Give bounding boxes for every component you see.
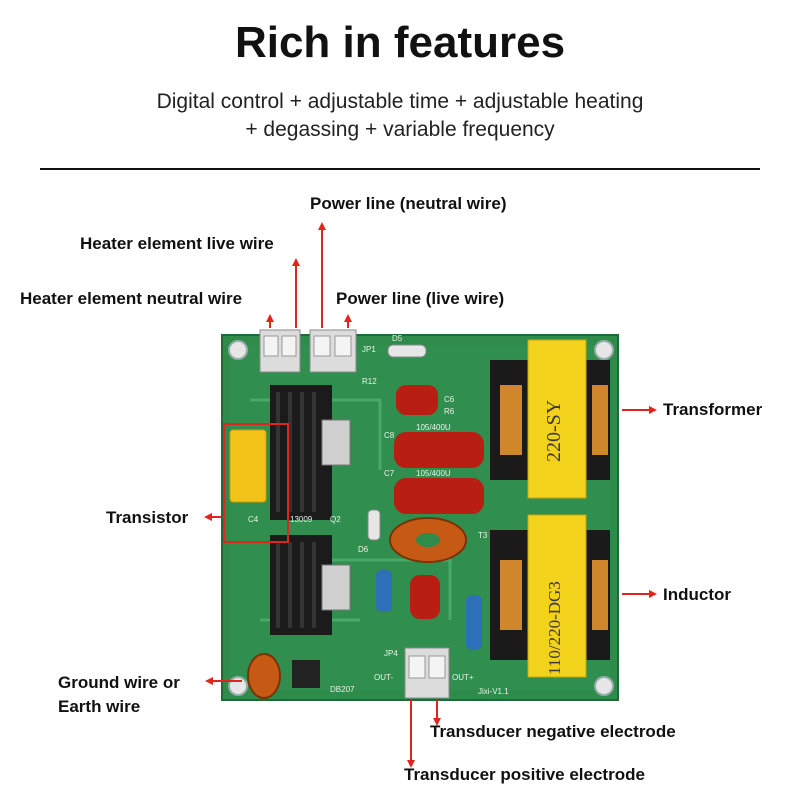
silk-t3: T3 <box>478 531 488 540</box>
silk-d6: D6 <box>358 545 369 554</box>
diode-d5 <box>387 344 427 358</box>
page-title: Rich in features <box>234 18 566 67</box>
silk-c7-value: 105/400U <box>416 469 451 478</box>
label-power-line-neutral: Power line (neutral wire) <box>310 194 507 213</box>
transducer-terminal-block <box>404 647 450 699</box>
transformer-marking: 220-SY <box>543 400 565 462</box>
silk-c4: C4 <box>248 515 259 524</box>
transistor-q2 <box>321 564 351 611</box>
capacitor-c4 <box>229 429 267 503</box>
label-transducer-positive: Transducer positive electrode <box>404 765 645 784</box>
bridge-rectifier <box>292 660 320 688</box>
silk-board-id: Jixi-V1.1 <box>478 687 509 696</box>
silk-r6: R6 <box>444 407 455 416</box>
capacitor-c6 <box>396 385 438 415</box>
silk-r12: R12 <box>362 377 377 386</box>
mounting-hole-icon <box>594 676 614 696</box>
page-subtitle: Digital control + adjustable time + adju… <box>0 88 800 144</box>
silk-out-plus: OUT+ <box>452 673 474 682</box>
power-terminal-block <box>309 329 357 373</box>
label-power-line-live: Power line (live wire) <box>336 289 505 308</box>
inductor-component <box>490 514 610 678</box>
silk-c7: C7 <box>384 469 395 478</box>
heat-sink-upper <box>270 385 332 520</box>
diode-d6 <box>367 509 381 541</box>
label-heater-live-wire: Heater element live wire <box>80 234 274 253</box>
resistor-blue-left <box>376 570 392 612</box>
inductor-marking: 110/220-DG3 <box>545 581 564 675</box>
capacitor-small <box>410 575 440 619</box>
subtitle-line-2: + degassing + variable frequency <box>245 118 555 141</box>
silk-bridge: DB207 <box>330 685 355 694</box>
silk-d5: D5 <box>392 334 403 343</box>
capacitor-c7 <box>394 478 484 514</box>
label-ground-wire-line-1: Ground wire or <box>58 673 180 692</box>
mounting-hole-icon <box>228 676 248 696</box>
silk-out-minus: OUT- <box>374 673 393 682</box>
silk-c8-value: 105/400U <box>416 423 451 432</box>
silk-c6: C6 <box>444 395 455 404</box>
resistor-blue-right <box>466 595 482 650</box>
label-transducer-negative: Transducer negative electrode <box>430 722 676 741</box>
label-ground-wire-line-2: Earth wire <box>58 697 141 716</box>
silk-q2: Q2 <box>330 515 341 524</box>
label-heater-neutral-wire: Heater element neutral wire <box>20 289 243 308</box>
silk-jp1: JP1 <box>362 345 376 354</box>
transistor-highlight-box <box>223 423 289 543</box>
label-transformer: Transformer <box>663 400 763 419</box>
mounting-hole-icon <box>594 340 614 360</box>
title-divider <box>40 168 760 170</box>
capacitor-c8 <box>394 432 484 468</box>
silk-q1-part: 13009 <box>290 515 313 524</box>
transformer-component <box>490 339 610 499</box>
subtitle-line-1: Digital control + adjustable time + adju… <box>156 90 644 113</box>
label-ground-wire: Ground wire or Earth wire <box>58 671 180 719</box>
silk-c8: C8 <box>384 431 395 440</box>
mounting-hole-icon <box>228 340 248 360</box>
filter-coil <box>247 653 281 699</box>
silk-jp4: JP4 <box>384 649 398 658</box>
transistor-q1 <box>321 419 351 466</box>
heater-terminal-block <box>259 329 301 373</box>
label-transistor: Transistor <box>106 508 189 527</box>
label-inductor: Inductor <box>663 585 731 604</box>
